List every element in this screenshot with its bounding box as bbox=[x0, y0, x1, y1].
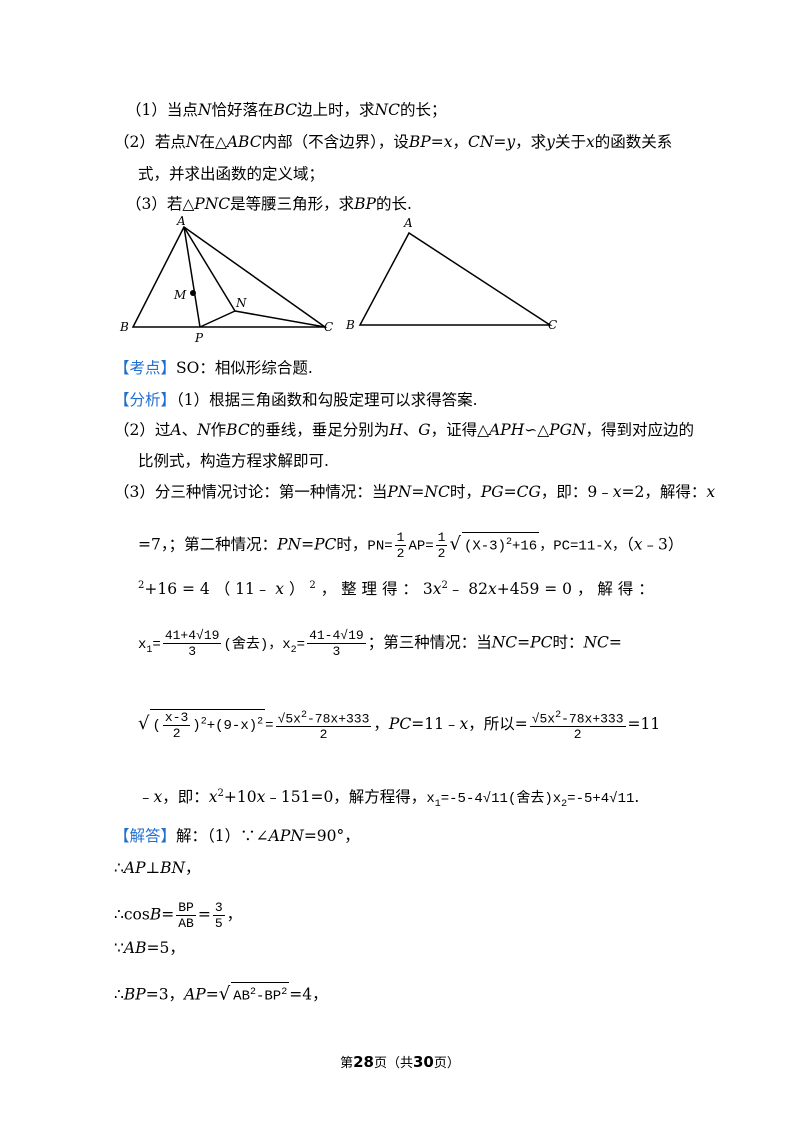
jieda-line: 【解答】解：（1）∵∠APN=90°， bbox=[114, 827, 360, 845]
question-2-line1: （2）若点N在△ABC内部（不含边界），设BP=x，CN=y，求y关于x的函数关… bbox=[114, 133, 673, 151]
kaodian-line: 【考点】SO：相似形综合题. bbox=[114, 358, 313, 378]
label-c-1: C bbox=[324, 320, 333, 334]
question-2-line2: 式，并求出函数的定义域； bbox=[138, 165, 325, 183]
page-number: 第28页（共30页） bbox=[340, 1053, 460, 1071]
triangle-figure-1 bbox=[131, 225, 328, 328]
fenxi-line: 【分析】（1）根据三角函数和勾股定理可以求得答案. bbox=[114, 390, 478, 410]
label-a-1: A bbox=[176, 215, 186, 228]
fenxi-2-line2: 比例式，构造方程求解即可. bbox=[138, 452, 329, 470]
triangle-figure-2 bbox=[358, 231, 553, 326]
label-b-1: B bbox=[119, 320, 129, 334]
fenxi-3-line1: （3）分三种情况讨论：第一种情况：当PN=NC时，PG=CG，即：9﹣x=2，解… bbox=[114, 483, 716, 501]
solution-line-3: ∵AB=5， bbox=[114, 939, 185, 957]
fenxi-text: （1）根据三角函数和勾股定理可以求得答案. bbox=[176, 391, 478, 409]
fenxi-3-line3: 2+16 = 4 （ 11﹣ x ） 2 ， 整 理 得 ： 3x2﹣ 82x+… bbox=[138, 580, 654, 599]
kaodian-text: SO：相似形综合题. bbox=[176, 359, 313, 377]
label-b-2: B bbox=[345, 318, 355, 332]
jieda-tag: 【解答】 bbox=[114, 827, 177, 845]
question-3: （3）若△PNC是等腰三角形，求BP的长. bbox=[126, 195, 412, 213]
fenxi-tag: 【分析】 bbox=[114, 391, 177, 409]
fenxi-3-line6: ﹣x，即：x2+10x﹣151=0，解方程得，x1=-5-4√11(舍去)x2=… bbox=[138, 788, 640, 810]
kaodian-tag: 【考点】 bbox=[114, 359, 177, 377]
geometry-figure: A B C M N P A B C bbox=[119, 215, 557, 345]
point-m bbox=[190, 290, 196, 296]
label-p: P bbox=[194, 331, 204, 345]
question-1: （1）当点N恰好落在BC边上时，求NC的长； bbox=[126, 101, 447, 119]
solution-line-4: ∴BP=3，AP=√AB2-BP2=4， bbox=[114, 982, 328, 1005]
solution-line-1: ∴AP⊥BN， bbox=[114, 859, 201, 877]
fenxi-2-line1: （2）过A、N作BC的垂线，垂足分别为H、G，证得△APH∽△PGN，得到对应边… bbox=[114, 421, 695, 439]
label-a-2: A bbox=[403, 216, 413, 230]
label-m: M bbox=[173, 288, 187, 302]
label-c-2: C bbox=[548, 318, 557, 332]
label-n: N bbox=[235, 296, 247, 310]
